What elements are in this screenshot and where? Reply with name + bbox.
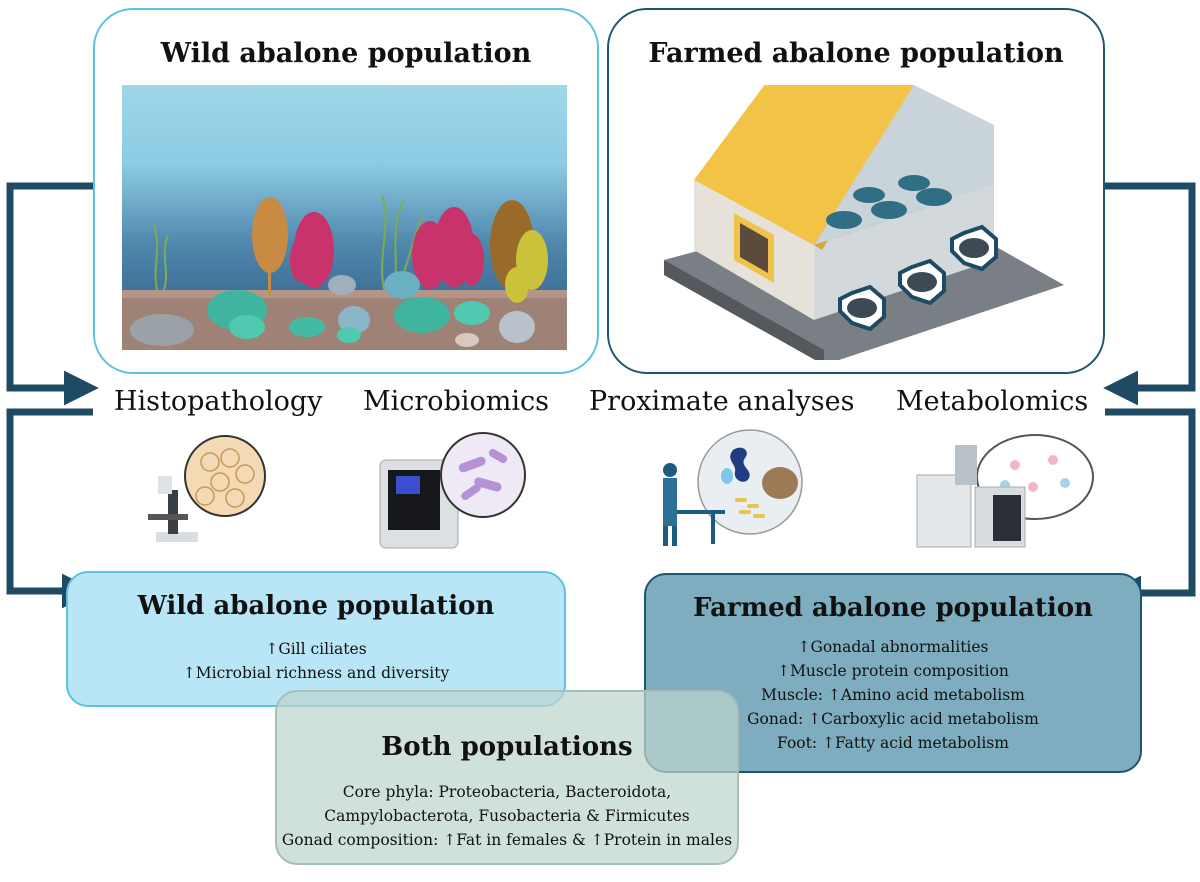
both-result-line: Gonad composition: ↑Fat in females & ↑Pr… [281,831,733,849]
both-result-line: Campylobacterota, Fusobacteria & Firmicu… [324,807,690,825]
farmed-population-panel: Farmed abalone population [607,8,1105,374]
farmed-result-line: ↑Muscle protein composition [777,662,1009,680]
method-microbiomics: Microbiomics [363,386,549,417]
both-results-title: Both populations [381,732,633,762]
method-histopathology: Histopathology [114,386,323,417]
arrow-wild-to-methods [6,182,99,406]
both-result-line: Core phyla: Proteobacteria, Bacteroidota… [342,783,672,801]
wild-result-line: ↑Microbial richness and diversity [182,664,450,682]
farmed-result-line: ↑Gonadal abnormalities [797,638,989,656]
method-metabolomics: Metabolomics [896,386,1089,417]
farmed-results-title: Farmed abalone population [693,593,1093,623]
wild-result-line: ↑Gill ciliates [265,640,367,658]
wild-panel-title: Wild abalone population [160,38,532,69]
farmed-result-line: Muscle: ↑Amino acid metabolism [761,686,1025,704]
arrow-methods-to-farm-results [1105,408,1196,611]
microscope-icon [148,435,266,542]
both-results-list: Core phyla: Proteobacteria, Bacteroidota… [277,780,737,852]
wild-results-list: ↑Gill ciliates ↑Microbial richness and d… [68,637,564,685]
wild-results-box: Wild abalone population ↑Gill ciliates ↑… [66,571,566,707]
arrow-methods-to-wild-results [6,408,97,609]
aquaculture-farm-illustration [664,85,1064,360]
both-populations-box: Both populations Core phyla: Proteobacte… [275,690,739,865]
mass-spectrometer-icon [916,434,1094,548]
wild-population-panel: Wild abalone population [93,8,599,374]
farmed-result-line: Foot: ↑Fatty acid metabolism [777,734,1009,752]
sequencer-icon [379,432,526,549]
method-proximate-analyses: Proximate analyses [589,386,855,417]
farmed-panel-title: Farmed abalone population [648,38,1064,69]
farmed-result-line: Gonad: ↑Carboxylic acid metabolism [747,710,1039,728]
arrow-farm-to-methods [1103,182,1196,406]
wild-results-title: Wild abalone population [137,591,495,621]
lab-analysis-icon [663,429,803,546]
underwater-scene-illustration [122,85,567,350]
farmed-results-list: ↑Gonadal abnormalities ↑Muscle protein c… [646,635,1140,755]
